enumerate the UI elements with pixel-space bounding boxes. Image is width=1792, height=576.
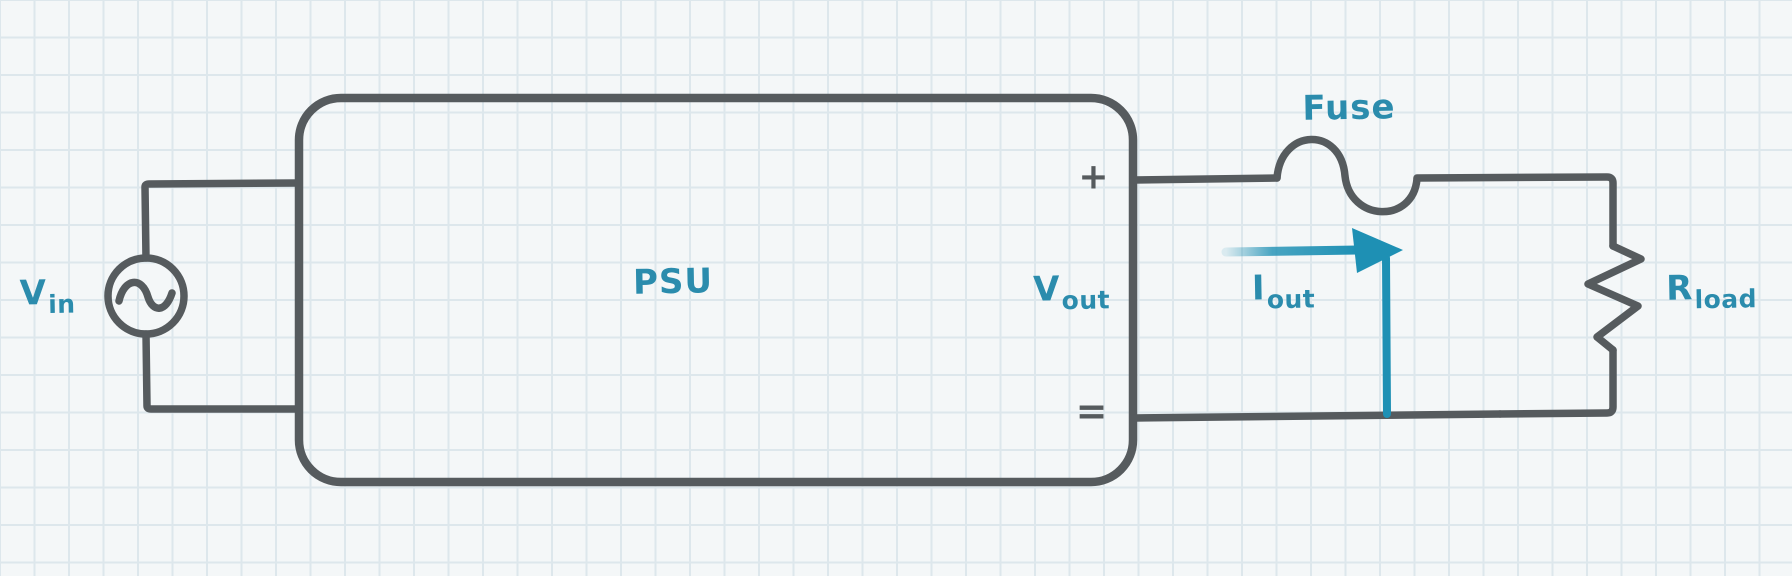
iout-sub: out	[1266, 284, 1316, 315]
current-arrow-vertical-line	[1382, 254, 1391, 418]
input-top-wire	[141, 179, 301, 262]
output-positive-wire-right	[1413, 173, 1617, 250]
output-positive-wire-left	[1129, 174, 1281, 184]
vin-sub: in	[47, 289, 76, 319]
psu-label: PSU	[632, 261, 714, 303]
vin-label: Vin	[19, 273, 75, 319]
plus-terminal-label: +	[1078, 156, 1110, 198]
current-arrow-head	[1352, 228, 1403, 273]
ac-source-icon	[104, 254, 188, 338]
vout-sub: out	[1061, 285, 1111, 316]
ac-source-circle	[104, 254, 188, 338]
vin-main: V	[19, 273, 48, 314]
resistor-icon	[1584, 242, 1645, 354]
rload-label: Rload	[1665, 267, 1757, 314]
rload-main: R	[1665, 268, 1694, 309]
iout-main: I	[1251, 268, 1266, 309]
fuse-icon	[1273, 135, 1421, 216]
minus-terminal-label: =	[1075, 389, 1109, 433]
current-arrow-shaft	[1221, 245, 1363, 257]
iout-label: Iout	[1251, 267, 1316, 314]
vout-label: Vout	[1032, 268, 1111, 315]
input-bottom-wire	[142, 330, 301, 413]
resistor-bottom-lead	[1496, 346, 1617, 418]
vout-main: V	[1032, 269, 1061, 310]
current-arrow-icon	[1221, 228, 1403, 418]
ac-source-sine	[115, 278, 176, 312]
output-negative-wire	[1130, 410, 1504, 422]
rload-sub: load	[1694, 284, 1758, 315]
fuse-label: Fuse	[1302, 87, 1396, 129]
psu-box	[294, 93, 1138, 487]
